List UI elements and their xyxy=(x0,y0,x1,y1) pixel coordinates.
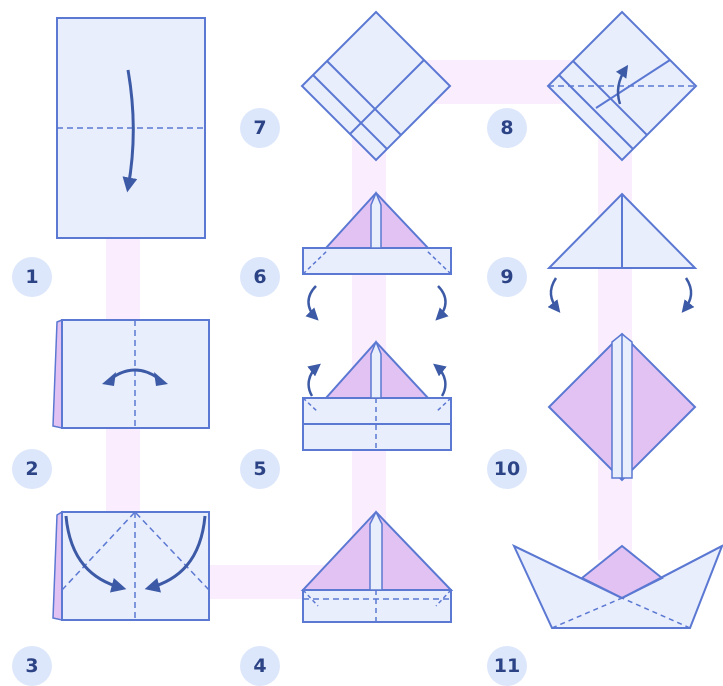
step-badge-11: 11 xyxy=(487,646,527,686)
fold-back-arrow-right xyxy=(438,286,446,318)
step-badge-1: 1 xyxy=(12,257,52,297)
fold-up-arrow-left xyxy=(309,366,318,396)
step-badge-4: 4 xyxy=(240,646,280,686)
step-number: 4 xyxy=(253,655,266,677)
step-11-diagram xyxy=(514,546,722,628)
step-number: 6 xyxy=(253,266,266,288)
step-5-diagram xyxy=(303,342,451,450)
step-badge-10: 10 xyxy=(487,449,527,489)
step-badge-5: 5 xyxy=(240,449,280,489)
step-badge-2: 2 xyxy=(12,449,52,489)
fold-back-arrow-left xyxy=(309,286,317,318)
center-seam xyxy=(370,512,382,590)
step-number: 7 xyxy=(253,117,266,139)
step-badge-8: 8 xyxy=(487,108,527,148)
back-flap xyxy=(53,320,62,428)
center-seam xyxy=(371,342,381,398)
step-number: 10 xyxy=(494,458,520,480)
fold-arrow-left xyxy=(551,278,558,310)
step-badge-7: 7 xyxy=(240,108,280,148)
step-8-diagram xyxy=(548,12,696,160)
step-7-diagram xyxy=(302,12,450,160)
step-1-diagram xyxy=(57,18,205,238)
step-10-diagram xyxy=(549,334,695,480)
step-badge-3: 3 xyxy=(12,646,52,686)
step-number: 9 xyxy=(500,266,513,288)
fold-arrow-right xyxy=(684,278,691,310)
step-3-diagram xyxy=(53,512,209,620)
center-seam xyxy=(371,193,381,248)
fold-up-arrow-right xyxy=(436,366,445,396)
step-number: 1 xyxy=(25,266,38,288)
back-flap xyxy=(53,512,62,620)
step-badge-9: 9 xyxy=(487,257,527,297)
step-2-diagram xyxy=(53,320,209,428)
bottom-strip xyxy=(303,590,451,622)
step-badge-6: 6 xyxy=(240,257,280,297)
step-4-diagram xyxy=(303,512,451,622)
step-number: 8 xyxy=(500,117,513,139)
step-number: 11 xyxy=(494,655,520,677)
step-number: 2 xyxy=(25,458,38,480)
step-number: 3 xyxy=(25,655,38,677)
step-number: 5 xyxy=(253,458,266,480)
